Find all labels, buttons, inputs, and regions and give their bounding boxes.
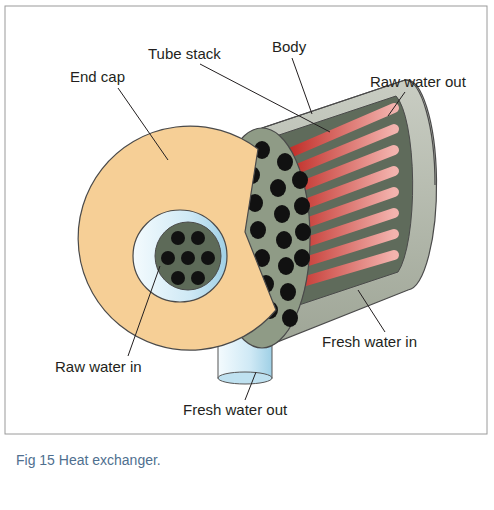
leader-line <box>128 266 160 356</box>
pipe-bore <box>155 222 221 290</box>
tube-hole <box>277 153 293 171</box>
tube-hole <box>274 205 290 223</box>
tube-hole <box>191 271 205 285</box>
tube-hole <box>171 231 185 245</box>
tube-hole <box>278 257 294 275</box>
part-label: Raw water in <box>55 358 142 376</box>
tube-hole <box>294 249 310 267</box>
pipe-end <box>218 372 272 384</box>
tube-hole <box>191 231 205 245</box>
part-label: End cap <box>70 68 125 86</box>
leader-line <box>358 290 385 332</box>
tube-hole <box>250 221 266 239</box>
tube-stack <box>292 108 394 285</box>
part-label: Raw water out <box>370 73 466 91</box>
leader-line <box>292 58 312 114</box>
tube-hole <box>201 251 215 265</box>
tube-hole <box>294 197 310 215</box>
leader-line <box>245 372 256 400</box>
end-cap <box>78 126 276 350</box>
tube-hole <box>181 251 195 265</box>
tube-hole <box>276 231 292 249</box>
leader-line <box>118 88 168 160</box>
pipe-rim <box>133 210 227 302</box>
tube-hole <box>295 223 311 241</box>
figure-caption: Fig 15 Heat exchanger. <box>16 452 161 468</box>
tube-hole <box>171 271 185 285</box>
body-edge <box>262 80 435 185</box>
part-label: Body <box>272 38 306 56</box>
leader-line <box>388 92 405 116</box>
part-label: Fresh water out <box>183 401 287 419</box>
figure-frame <box>5 6 487 434</box>
tube-hole <box>280 283 296 301</box>
part-label: Fresh water in <box>322 333 417 351</box>
tube <box>292 150 394 190</box>
raw-water-in-pipe <box>133 210 227 302</box>
tube-hole <box>282 309 298 327</box>
tube-hole <box>270 179 286 197</box>
tube-hole <box>161 251 175 265</box>
part-label: Tube stack <box>148 45 221 63</box>
tube-hole <box>292 171 308 189</box>
leader-line <box>200 64 330 132</box>
tube-holes <box>161 231 215 285</box>
